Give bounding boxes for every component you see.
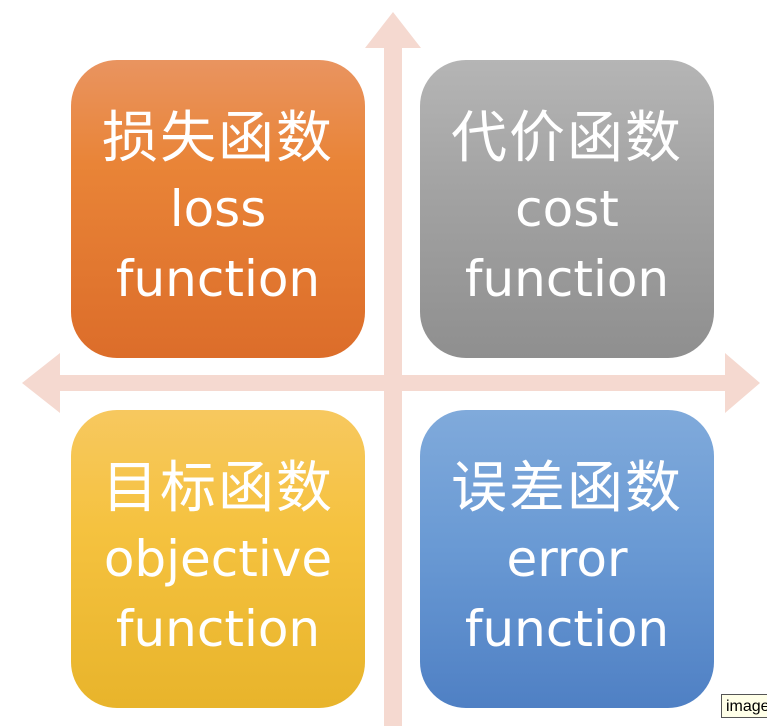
loss-function-box: 损失函数 loss function (71, 60, 365, 358)
loss-function-zh: 损失函数 (102, 106, 334, 171)
loss-function-en-line-1: loss (169, 180, 267, 238)
error-function-en-line-1: error (506, 530, 628, 588)
cost-function-box: 代价函数 cost function (420, 60, 714, 358)
objective-function-box: 目标函数 objective function (71, 410, 365, 708)
error-function-box: 误差函数 error function (420, 410, 714, 708)
cost-function-en-line-1: cost (515, 180, 619, 238)
error-function-zh: 误差函数 (451, 456, 683, 521)
objective-function-zh: 目标函数 (102, 456, 334, 521)
horizontal-arrow (22, 353, 760, 413)
objective-function-en-line-1: objective (103, 530, 333, 588)
cost-function-zh: 代价函数 (451, 106, 683, 171)
cost-function-en-line-2: function (464, 250, 670, 308)
objective-function-en-line-2: function (115, 600, 321, 658)
image-tooltip: image (721, 694, 767, 718)
loss-function-en-line-2: function (115, 250, 321, 308)
error-function-en-line-2: function (464, 600, 670, 658)
vertical-arrow (365, 12, 421, 726)
